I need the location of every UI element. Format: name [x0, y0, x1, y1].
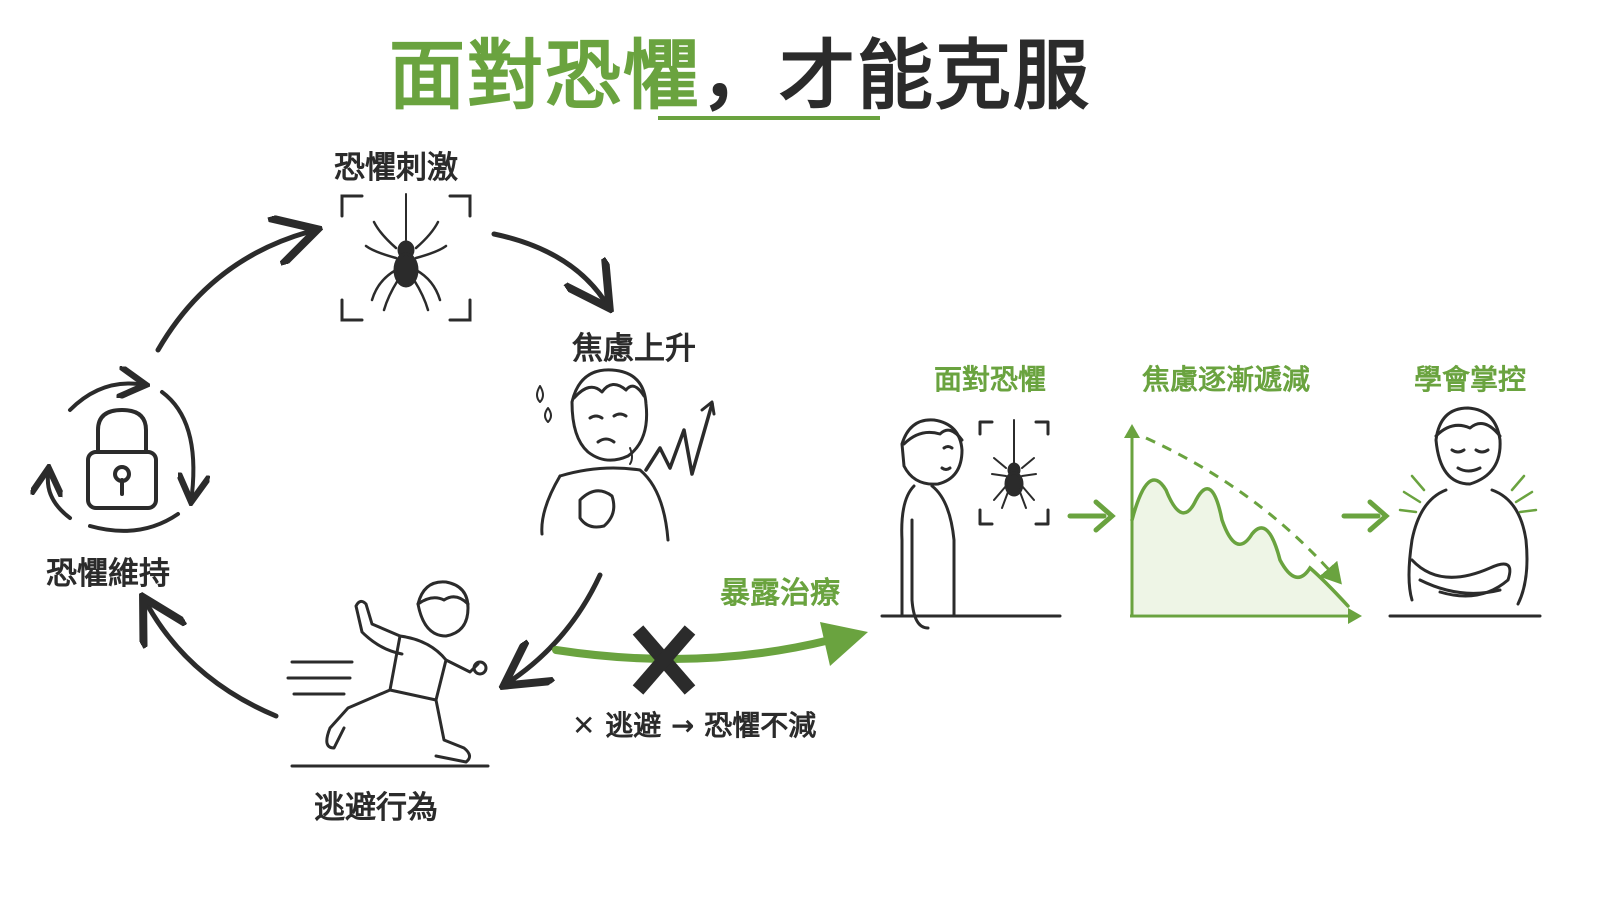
x-mark-icon: ✕: [572, 709, 596, 742]
label-avoidance-behavior: 逃避行為: [314, 790, 438, 826]
running-person-icon: [286, 580, 490, 768]
person-facing-fear-icon: [880, 418, 1062, 630]
note-avoidance-no-reduction: ✕ 逃避 → 恐懼不減: [572, 704, 816, 744]
note-arrow: →: [670, 709, 695, 742]
arrow-maintenance-to-stimulus: [155, 232, 308, 353]
anxious-person-icon: [536, 368, 716, 542]
arrow-avoidance-to-maintenance: [148, 606, 279, 719]
label-anxiety-rises: 焦慮上升: [572, 331, 696, 367]
label-exposure-therapy: 暴露治療: [720, 576, 840, 611]
note-avoid: 逃避: [605, 709, 662, 742]
anxiety-area: [1132, 480, 1348, 614]
exposure-arrowhead: [820, 622, 868, 666]
anxiety-curve: [1130, 478, 1350, 608]
title-dark-part: 才能克服: [779, 31, 1091, 120]
anxiety-decrease-chart: [1124, 424, 1362, 624]
title-green-part: 面對恐懼: [389, 31, 701, 120]
page-title: 面對恐懼，才能克服: [0, 14, 1480, 124]
cycle-arrows: [148, 231, 604, 719]
label-step-face-fear: 面對恐懼: [934, 363, 1047, 396]
title-comma: ，: [701, 31, 779, 120]
lock-cycle-icon: [48, 384, 194, 533]
spider-stimulus-icon: [340, 193, 472, 322]
arrow-anxiety-to-avoidance: [512, 572, 603, 680]
title-underline: [658, 116, 880, 120]
arrow-stimulus-to-anxiety: [491, 231, 604, 300]
step-arrows: [1067, 499, 1390, 533]
label-fear-maintained: 恐懼維持: [46, 556, 170, 592]
label-fear-stimulus: 恐懼刺激: [334, 150, 458, 186]
exposure-therapy-arrow: [552, 636, 834, 663]
confident-person-icon: [1388, 406, 1542, 618]
label-step-gain-control: 學會掌控: [1414, 363, 1527, 396]
label-step-anxiety-decrease: 焦慮逐漸遞減: [1142, 363, 1311, 396]
note-result: 恐懼不減: [704, 709, 817, 742]
blocked-x-icon: [632, 625, 696, 695]
